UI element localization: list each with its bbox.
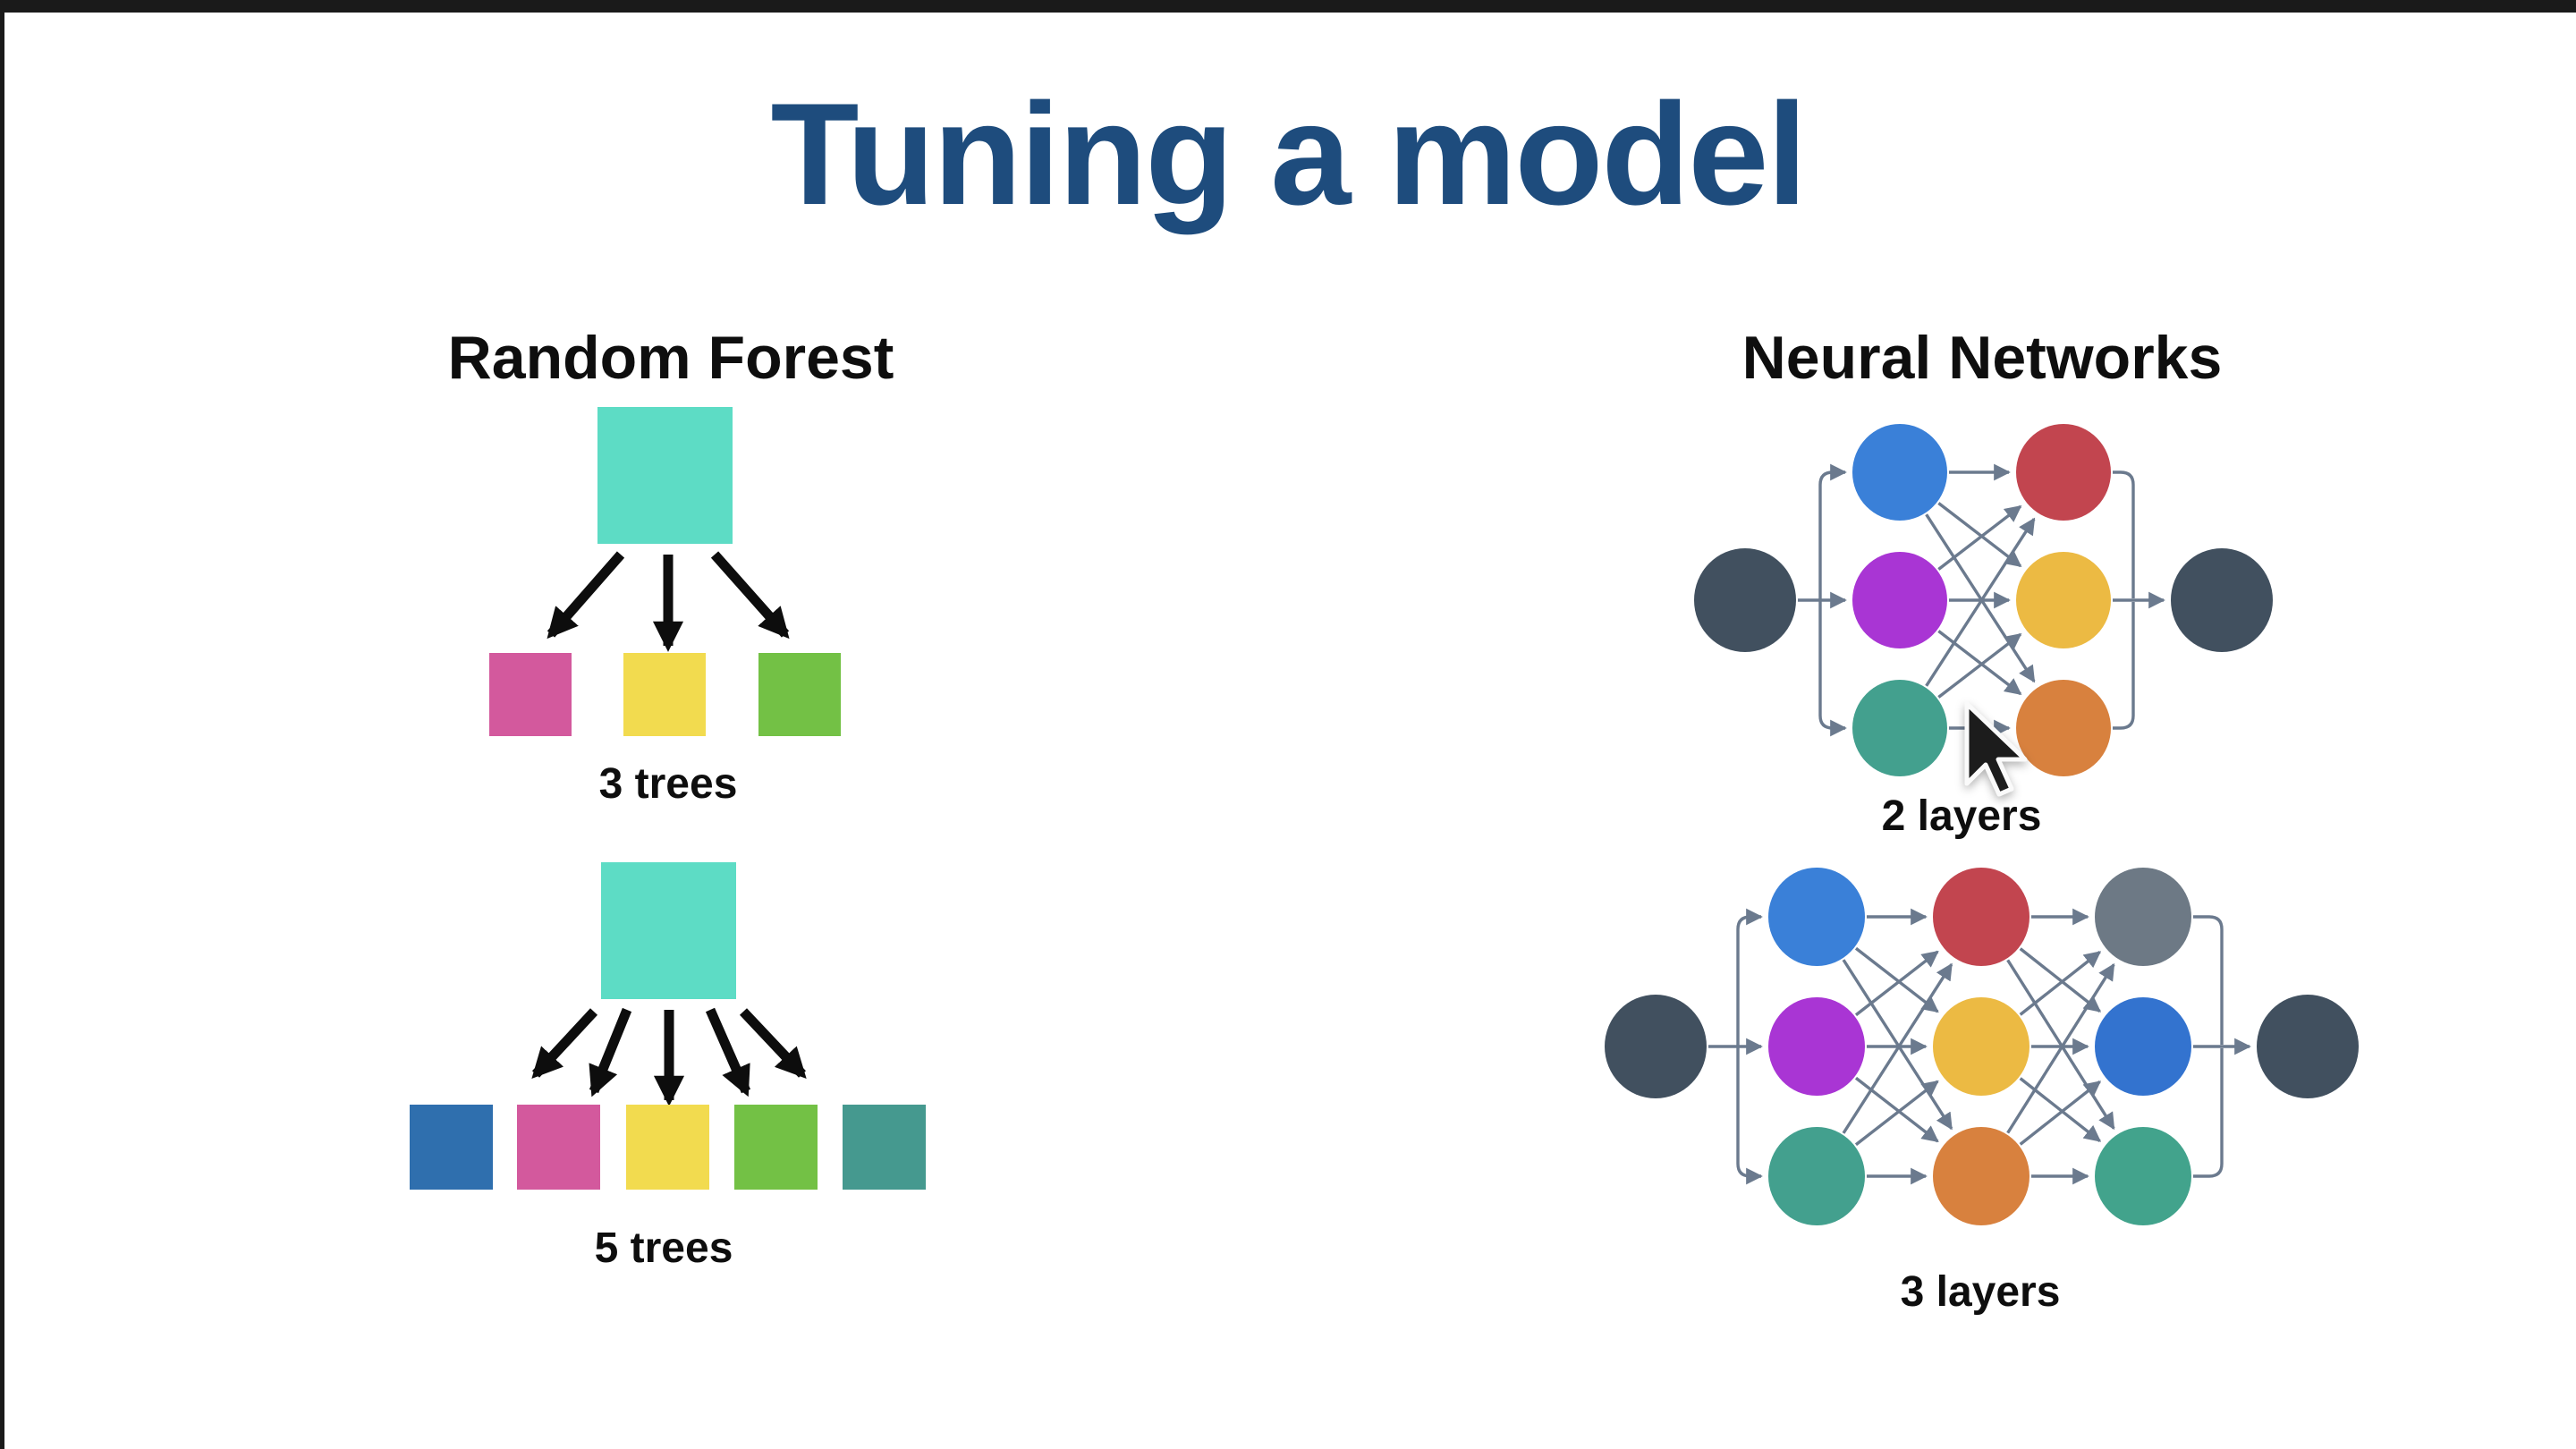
nn-node xyxy=(2095,997,2191,1096)
mouse-cursor xyxy=(1964,701,2028,797)
rf-leaf-square xyxy=(517,1105,600,1190)
nn-connection xyxy=(2019,1080,2102,1146)
nn-connection xyxy=(2019,1077,2102,1142)
nn-input-link xyxy=(1736,908,1763,1046)
rf-root-square xyxy=(597,407,733,544)
nn-node xyxy=(2095,1127,2191,1225)
neural-network-diagram xyxy=(1605,868,2359,1225)
neural-networks-heading: Neural Networks xyxy=(1741,324,2223,392)
nn-connection xyxy=(1937,504,2022,571)
nn-input-link xyxy=(1818,600,1847,737)
nn-connection xyxy=(2019,947,2102,1013)
nn-input-link xyxy=(1736,1046,1763,1185)
nn-input-link xyxy=(1818,463,1847,600)
random-forest-heading: Random Forest xyxy=(447,324,894,392)
three-trees-label: 3 trees xyxy=(598,760,738,808)
nn-node xyxy=(1768,868,1865,966)
video-letterbox-left xyxy=(0,0,4,1449)
rf-leaf-square xyxy=(626,1105,709,1190)
nn-node xyxy=(2095,868,2191,966)
rf-split-arrow xyxy=(589,1007,632,1097)
nn-output-node xyxy=(2257,995,2359,1098)
rf-split-arrow xyxy=(739,1008,807,1079)
nn-connection xyxy=(1842,962,1953,1134)
neural-network-diagram xyxy=(1694,424,2273,776)
nn-node xyxy=(2016,424,2111,521)
two-layers-label: 2 layers xyxy=(1881,792,2042,840)
random-forest-diagram xyxy=(410,862,926,1190)
nn-input-node xyxy=(1694,548,1796,652)
nn-connection xyxy=(1925,513,2036,683)
three-layers-label: 3 layers xyxy=(1900,1268,2061,1316)
nn-connection xyxy=(2019,951,2102,1016)
nn-connection xyxy=(1937,502,2022,568)
nn-output-link xyxy=(2113,470,2135,598)
nn-node xyxy=(1933,997,2029,1096)
nn-node xyxy=(1768,997,1865,1096)
rf-split-arrow xyxy=(547,551,625,640)
nn-node xyxy=(1933,1127,2029,1225)
rf-leaf-square xyxy=(489,653,572,736)
nn-connection xyxy=(1854,1076,1939,1143)
nn-input-node xyxy=(1605,995,1707,1098)
nn-output-link xyxy=(2193,915,2224,1045)
video-letterbox-top xyxy=(0,0,2576,13)
nn-node xyxy=(1768,1127,1865,1225)
slide-title: Tuning a model xyxy=(770,73,1808,235)
nn-connection xyxy=(2006,959,2115,1131)
rf-leaf-square xyxy=(623,653,706,736)
rf-leaf-square xyxy=(843,1105,926,1190)
nn-connection xyxy=(1937,632,2022,699)
nn-connection xyxy=(1937,630,2022,696)
rf-split-arrow xyxy=(531,1008,598,1079)
nn-node xyxy=(1852,680,1947,776)
nn-connection xyxy=(1854,1080,1939,1147)
nn-output-link xyxy=(2113,602,2135,730)
nn-output-link xyxy=(2193,1048,2224,1178)
random-forest-diagram xyxy=(489,407,841,736)
nn-output-node xyxy=(2171,548,2273,652)
nn-connection xyxy=(2006,962,2115,1134)
rf-leaf-square xyxy=(758,653,841,736)
nn-connection xyxy=(1854,946,1939,1013)
rf-root-square xyxy=(601,862,736,999)
rf-leaf-square xyxy=(734,1105,818,1190)
nn-node xyxy=(1933,868,2029,966)
five-trees-label: 5 trees xyxy=(594,1224,733,1272)
nn-connection xyxy=(1854,950,1939,1017)
rf-leaf-square xyxy=(410,1105,493,1190)
nn-node xyxy=(2016,680,2111,776)
nn-node xyxy=(1852,424,1947,521)
nn-connection xyxy=(1925,517,2036,687)
nn-connection xyxy=(1842,959,1953,1131)
nn-node xyxy=(1852,552,1947,648)
nn-node xyxy=(2016,552,2111,648)
rf-split-arrow xyxy=(710,551,790,640)
rf-split-arrow xyxy=(705,1007,751,1097)
